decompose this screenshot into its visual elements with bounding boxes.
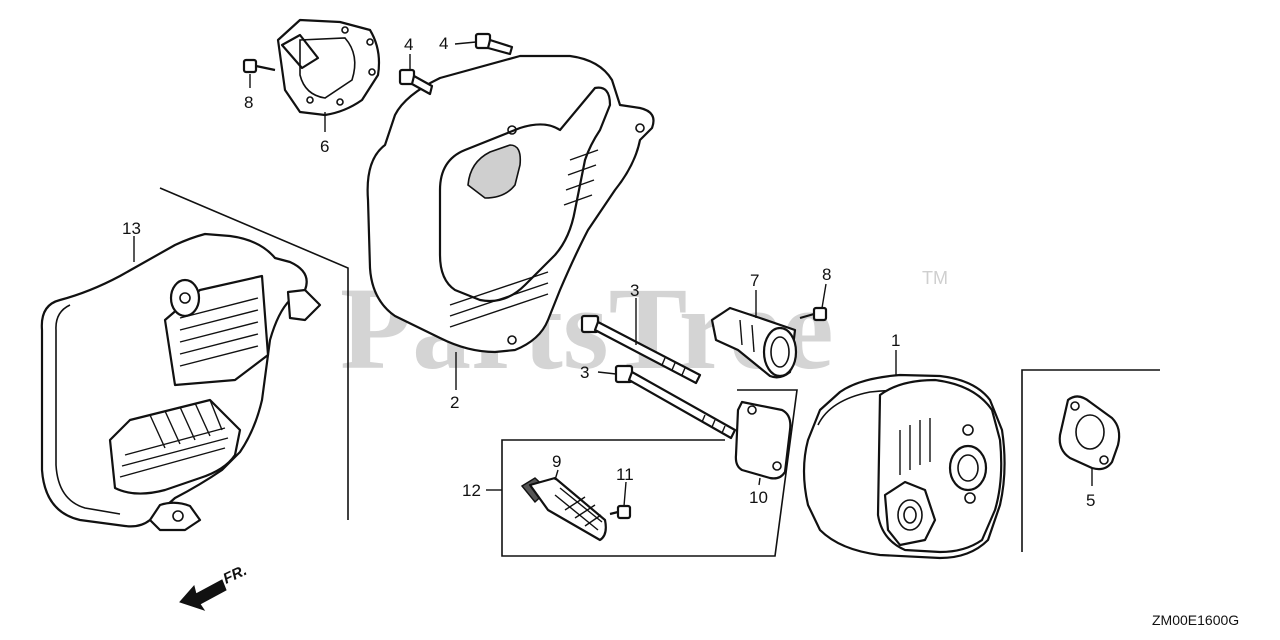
front-direction-marker: FR. [179, 562, 250, 611]
bolt-8-top [242, 58, 276, 74]
bolt-4-upper [474, 32, 514, 56]
left-section-line [159, 187, 349, 520]
exhaust-pipe-7 [710, 306, 798, 379]
stud-bolt-3-lower [614, 364, 737, 440]
callout-3-upper: 3 [630, 281, 639, 300]
front-label: FR. [221, 562, 250, 588]
bolt-8-right [799, 306, 828, 322]
callout-3-lower: 3 [580, 363, 589, 382]
callout-6: 6 [320, 137, 329, 156]
screw-11 [609, 504, 632, 520]
callout-7: 7 [750, 271, 759, 290]
gasket-5 [1058, 395, 1121, 471]
callout-4-upper: 4 [439, 34, 448, 53]
muffler-1 [802, 373, 1006, 560]
bolt-4-lower [398, 68, 434, 96]
sub-assembly-box [501, 389, 798, 557]
stud-bolt-3-upper [580, 314, 702, 385]
diagram-code: ZM00E1600G [1152, 612, 1239, 628]
section-lines [159, 187, 1160, 557]
callout-8-right: 8 [822, 265, 831, 284]
arrow-icon [179, 579, 227, 611]
callout-1: 1 [891, 331, 900, 350]
watermark-trademark: TM [922, 268, 948, 288]
callout-4-lower: 4 [404, 35, 413, 54]
right-section-line [1021, 369, 1160, 552]
callout-2: 2 [450, 393, 459, 412]
exhaust-baffle-6 [276, 18, 381, 117]
callout-9: 9 [552, 452, 561, 471]
callout-10: 10 [749, 488, 768, 507]
callout-11: 11 [616, 465, 634, 484]
callouts: 1 2 3 3 4 4 5 6 7 8 8 9 10 11 12 13 [122, 34, 1095, 510]
callout-5: 5 [1086, 491, 1095, 510]
callout-8-top: 8 [244, 93, 253, 112]
leader-lines [133, 41, 1093, 507]
muffler-protector-2 [366, 54, 655, 354]
spark-arrester-9 [520, 476, 607, 542]
callout-13: 13 [122, 219, 141, 238]
callout-12: 12 [462, 481, 481, 500]
gasket-10 [734, 400, 792, 480]
muffler-protector-13 [40, 232, 322, 532]
